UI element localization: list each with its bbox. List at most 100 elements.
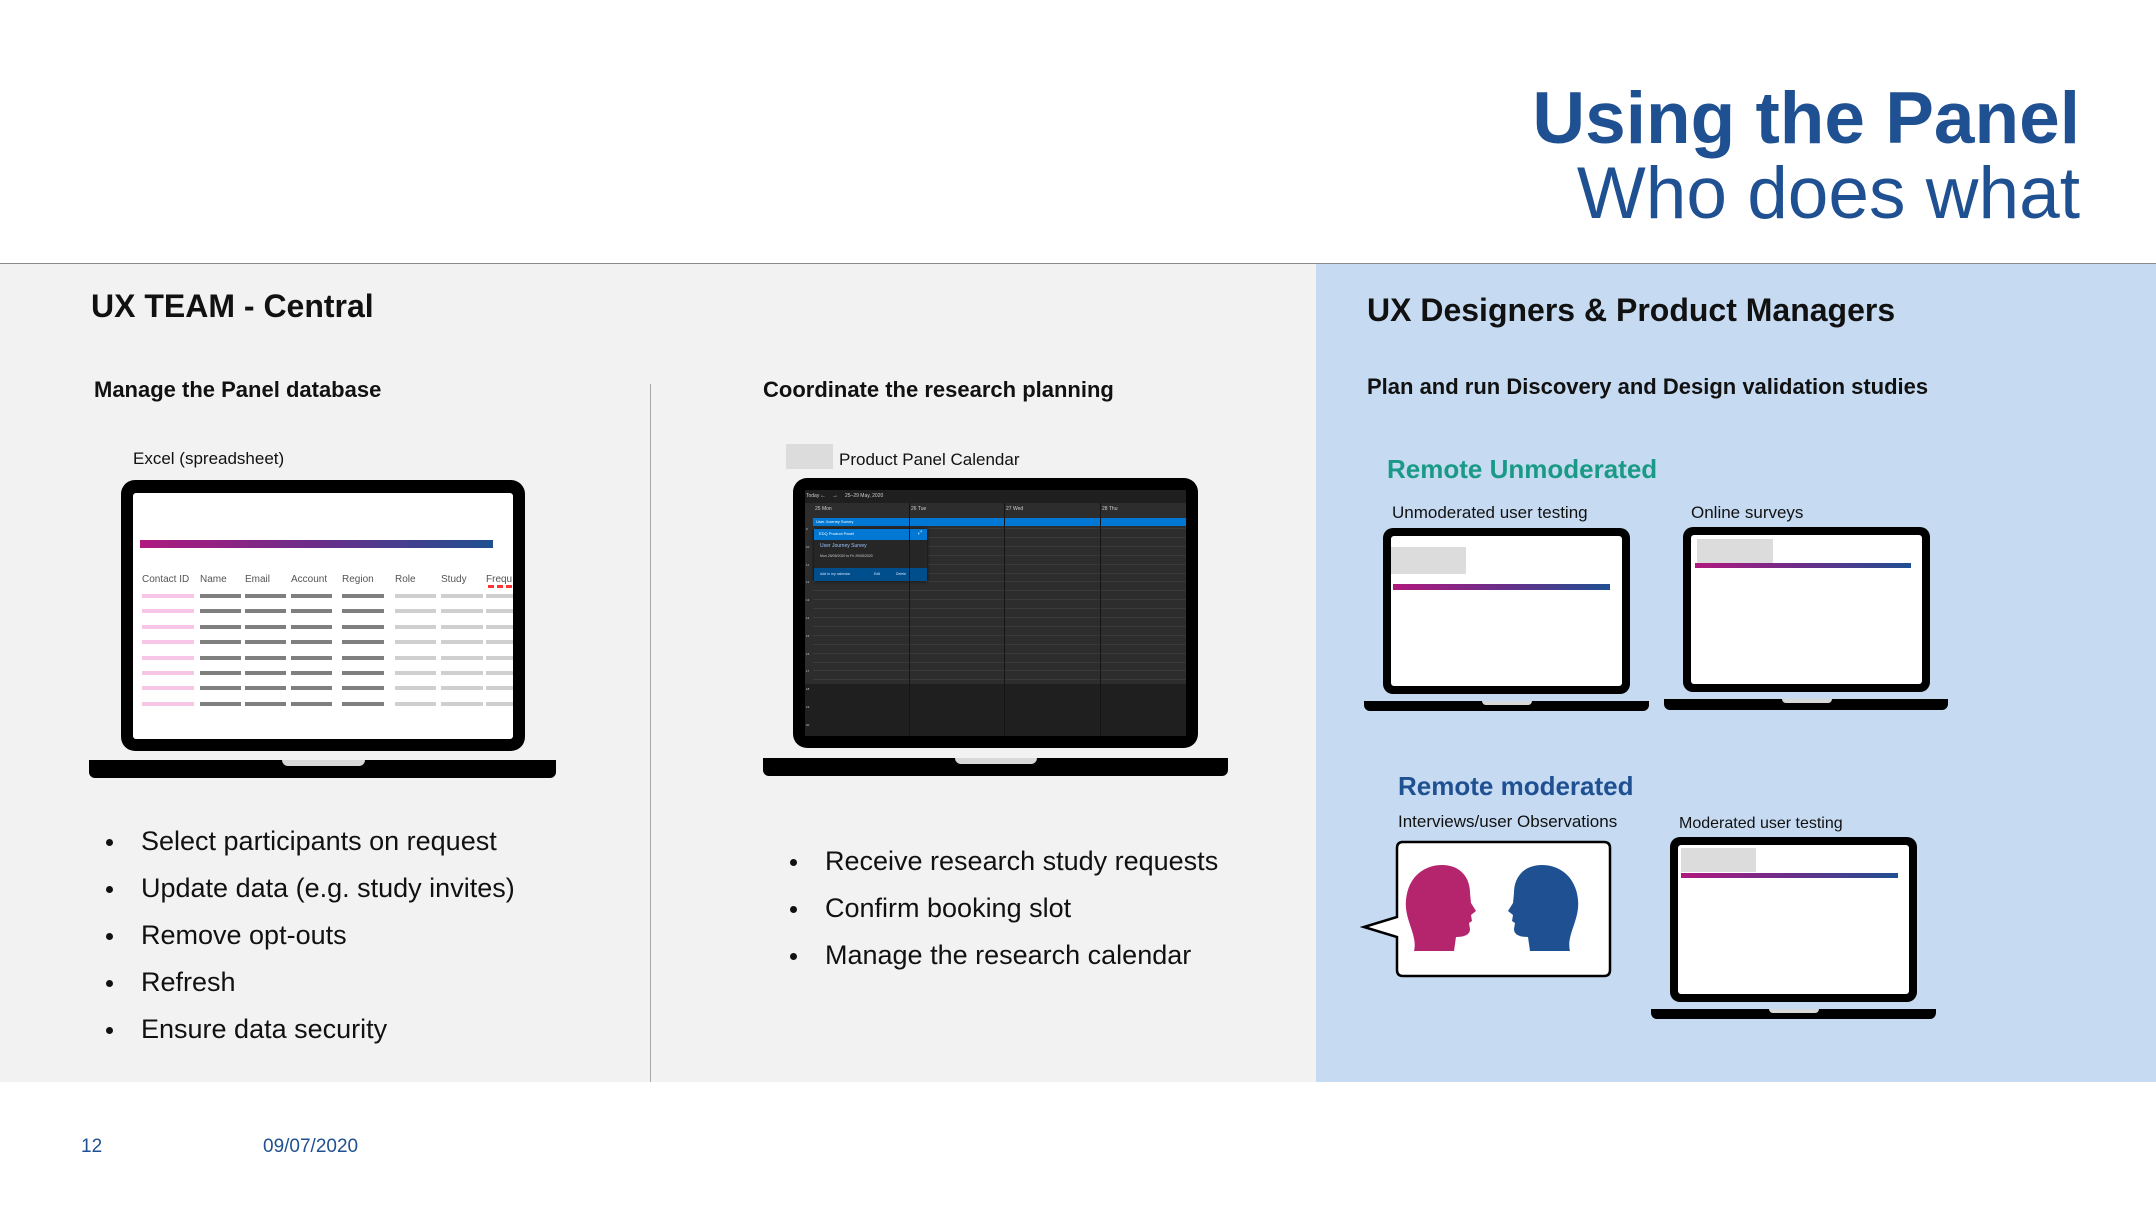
- cell-placeholder: [142, 609, 194, 614]
- researcher-head-icon: [1508, 865, 1579, 951]
- cell-placeholder: [245, 609, 286, 614]
- cell-placeholder: [200, 624, 241, 629]
- laptop-base: [763, 758, 1228, 776]
- laptop-screen: [1678, 845, 1909, 994]
- time-slot-line: [813, 661, 1186, 663]
- cell-placeholder: [395, 609, 436, 614]
- bullet-item: Remove opt-outs: [106, 912, 515, 959]
- hour-label: 18: [806, 687, 810, 692]
- cell-placeholder: [441, 671, 483, 675]
- time-slot-line: [813, 581, 1186, 583]
- cell-placeholder: [142, 594, 194, 598]
- hour-label: 10: [806, 544, 810, 549]
- column-header: Account: [291, 574, 328, 585]
- date-range[interactable]: 25–29 May, 2020: [845, 493, 884, 499]
- next-arrow-icon[interactable]: →: [832, 493, 838, 499]
- edit-button[interactable]: Edit: [874, 572, 881, 576]
- excel-label: Excel (spreadsheet): [133, 449, 285, 468]
- cell-placeholder: [142, 624, 194, 629]
- cell-placeholder: [142, 671, 194, 675]
- time-slot-line: [813, 617, 1186, 618]
- cell-placeholder: [486, 640, 513, 645]
- cell-placeholder: [395, 686, 436, 691]
- prev-arrow-icon[interactable]: ←: [820, 493, 826, 499]
- hour-label: 12: [806, 580, 810, 585]
- time-slot-line: [813, 563, 1186, 565]
- cell-placeholder: [142, 640, 194, 645]
- page-title: Using the Panel: [1532, 78, 2080, 159]
- calendar-event[interactable]: [813, 518, 1186, 526]
- time-slot-line: [813, 554, 1186, 556]
- error-marker: [497, 585, 503, 588]
- cell-placeholder: [142, 701, 194, 706]
- bullet-item: Ensure data security: [106, 1006, 515, 1053]
- logo-placeholder: [786, 444, 833, 469]
- column-header: Region: [342, 574, 374, 585]
- laptop-screen: [1391, 536, 1622, 686]
- cell-placeholder: [441, 609, 483, 614]
- hour-label: 9: [806, 527, 808, 531]
- cell-placeholder: [395, 671, 436, 675]
- cell-placeholder: [291, 671, 332, 675]
- moderated-testing-label: Moderated user testing: [1679, 815, 1843, 832]
- column-header: Frequ: [486, 574, 513, 585]
- cell-placeholder: [245, 594, 286, 598]
- time-slot-line: [813, 643, 1186, 645]
- cell-placeholder: [291, 594, 332, 598]
- cell-placeholder: [200, 671, 241, 675]
- day-header[interactable]: 27 Wed: [1006, 506, 1024, 512]
- expand-icon[interactable]: ⤢: [918, 530, 923, 536]
- time-slot-line: [813, 590, 1186, 592]
- time-slot-line: [813, 679, 1186, 681]
- interviews-label: Interviews/user Observations: [1398, 812, 1618, 831]
- bullet-item: Receive research study requests: [790, 838, 1218, 885]
- cell-placeholder: [342, 671, 384, 675]
- cell-placeholder: [142, 686, 194, 691]
- today-button[interactable]: Today: [806, 493, 820, 499]
- cell-placeholder: [245, 701, 286, 706]
- calendar-toolbar: [805, 490, 1186, 503]
- column-header: Contact ID: [142, 574, 190, 585]
- cell-placeholder: [200, 640, 241, 645]
- hour-label: 17: [806, 669, 810, 674]
- cell-placeholder: [342, 640, 384, 645]
- hour-label: 13: [806, 598, 810, 603]
- laptop-base: [1664, 699, 1948, 710]
- add-to-calendar-button[interactable]: Add to my calendar: [820, 572, 851, 576]
- hour-label: 14: [806, 616, 810, 620]
- cell-placeholder: [291, 624, 332, 629]
- cell-placeholder: [486, 655, 513, 660]
- cell-placeholder: [486, 609, 513, 614]
- calendar-screen: Today ← → 25–29 May, 2020 User Journey S…: [805, 490, 1186, 736]
- bullet-item: Manage the research calendar: [790, 932, 1218, 979]
- day-header[interactable]: 25 Mon: [815, 506, 832, 512]
- error-marker: [488, 585, 494, 588]
- page-number: 12: [81, 1136, 103, 1157]
- day-header[interactable]: 26 Tue: [911, 506, 927, 512]
- bullet-item: Update data (e.g. study invites): [106, 865, 515, 912]
- cell-placeholder: [486, 701, 513, 706]
- interview-speech-bubble: [1360, 840, 1612, 978]
- column-divider: [650, 384, 651, 1082]
- time-slot-line: [813, 528, 1186, 529]
- hour-label: 20: [806, 722, 810, 727]
- popup-title: User Journey Survey: [820, 543, 867, 549]
- cell-placeholder: [291, 701, 332, 706]
- header-divider: [0, 263, 2156, 264]
- page-subtitle: Who does what: [1576, 153, 2080, 234]
- cell-placeholder: [441, 686, 483, 691]
- time-slot-line: [813, 536, 1186, 538]
- cell-placeholder: [342, 701, 384, 706]
- laptop-base: [89, 760, 556, 778]
- laptop-base: [1651, 1009, 1936, 1019]
- time-slot-line: [813, 599, 1186, 601]
- planning-heading: Coordinate the research planning: [763, 377, 1114, 402]
- popup-calendar-name: EDQ Product Panel: [819, 531, 854, 536]
- bullet-item: Confirm booking slot: [790, 885, 1218, 932]
- day-header[interactable]: 28 Thu: [1102, 506, 1118, 512]
- cell-placeholder: [342, 609, 384, 614]
- delete-button[interactable]: Delete: [896, 572, 907, 576]
- popup-dates: Mon 25/05/2020 to Fri 29/05/2020: [820, 554, 873, 558]
